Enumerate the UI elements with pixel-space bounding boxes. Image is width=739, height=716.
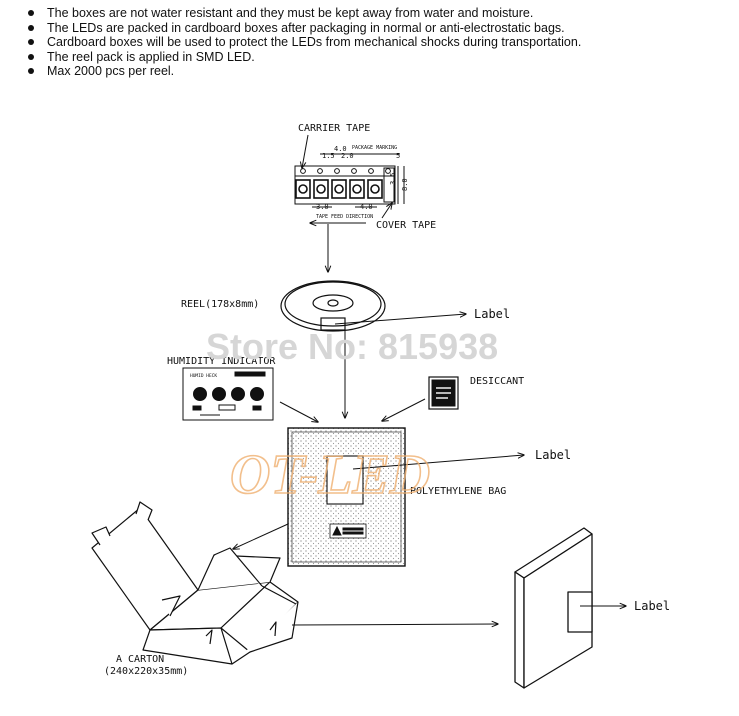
- dim-text: 2.0: [341, 152, 354, 160]
- polyethylene-bag: POLYETHYLENE BAG Label: [287, 427, 571, 567]
- open-carton: A CARTON (240x220x35mm): [91, 501, 299, 677]
- note-item: The boxes are not water resistant and th…: [28, 6, 581, 21]
- dim-text: 5: [396, 152, 400, 160]
- flow-arrow: [233, 523, 289, 549]
- notes-list: The boxes are not water resistant and th…: [0, 6, 581, 79]
- reel-label: REEL(178x8mm): [181, 299, 259, 310]
- dim-text: 3.5: [389, 172, 397, 185]
- package-marking-label: PACKAGE MARKING: [352, 145, 397, 151]
- flow-arrow: [382, 398, 426, 421]
- bag-label-tag: Label: [535, 448, 571, 462]
- box-label-tag: Label: [634, 599, 670, 613]
- brand-watermark: OT-LED: [230, 444, 430, 506]
- tape-feed-label: TAPE FEED DIRECTION: [316, 214, 373, 220]
- humidity-indicator: HUMIDITY INDICATOR HUMID HECK: [167, 356, 276, 421]
- dim-text: 1.5: [322, 152, 335, 160]
- humidity-indicator-label: HUMIDITY INDICATOR: [167, 356, 276, 367]
- flow-arrow: [291, 624, 498, 625]
- dim-text: 8.0: [401, 178, 409, 191]
- closed-box: Label: [514, 527, 670, 689]
- note-item: Cardboard boxes will be used to protect …: [28, 35, 581, 50]
- reel: REEL(178x8mm) Label: [181, 280, 510, 332]
- reel-label-tag: Label: [474, 307, 510, 321]
- store-watermark: Store No: 815938: [206, 326, 498, 367]
- dim-text: 4.0: [334, 145, 347, 153]
- dim-text: 4.0: [360, 203, 373, 211]
- desiccant: DESICCANT: [428, 376, 524, 410]
- note-item: The LEDs are packed in cardboard boxes a…: [28, 21, 581, 36]
- carrier-tape: CARRIER TAPE PACKAGE MARKING 4.0 1.5 2.0…: [294, 123, 436, 231]
- dim-text: 3.0: [316, 203, 329, 211]
- humid-text: HUMID HECK: [190, 373, 217, 379]
- carton-label: A CARTON: [116, 654, 164, 665]
- carrier-tape-label: CARRIER TAPE: [298, 123, 370, 134]
- flow-arrow: [279, 401, 318, 422]
- cover-tape-label: COVER TAPE: [376, 220, 436, 231]
- note-item: Max 2000 pcs per reel.: [28, 64, 581, 79]
- note-item: The reel pack is applied in SMD LED.: [28, 50, 581, 65]
- desiccant-label: DESICCANT: [470, 376, 524, 387]
- carton-size-label: (240x220x35mm): [104, 666, 188, 677]
- polyethylene-bag-label: POLYETHYLENE BAG: [410, 486, 506, 497]
